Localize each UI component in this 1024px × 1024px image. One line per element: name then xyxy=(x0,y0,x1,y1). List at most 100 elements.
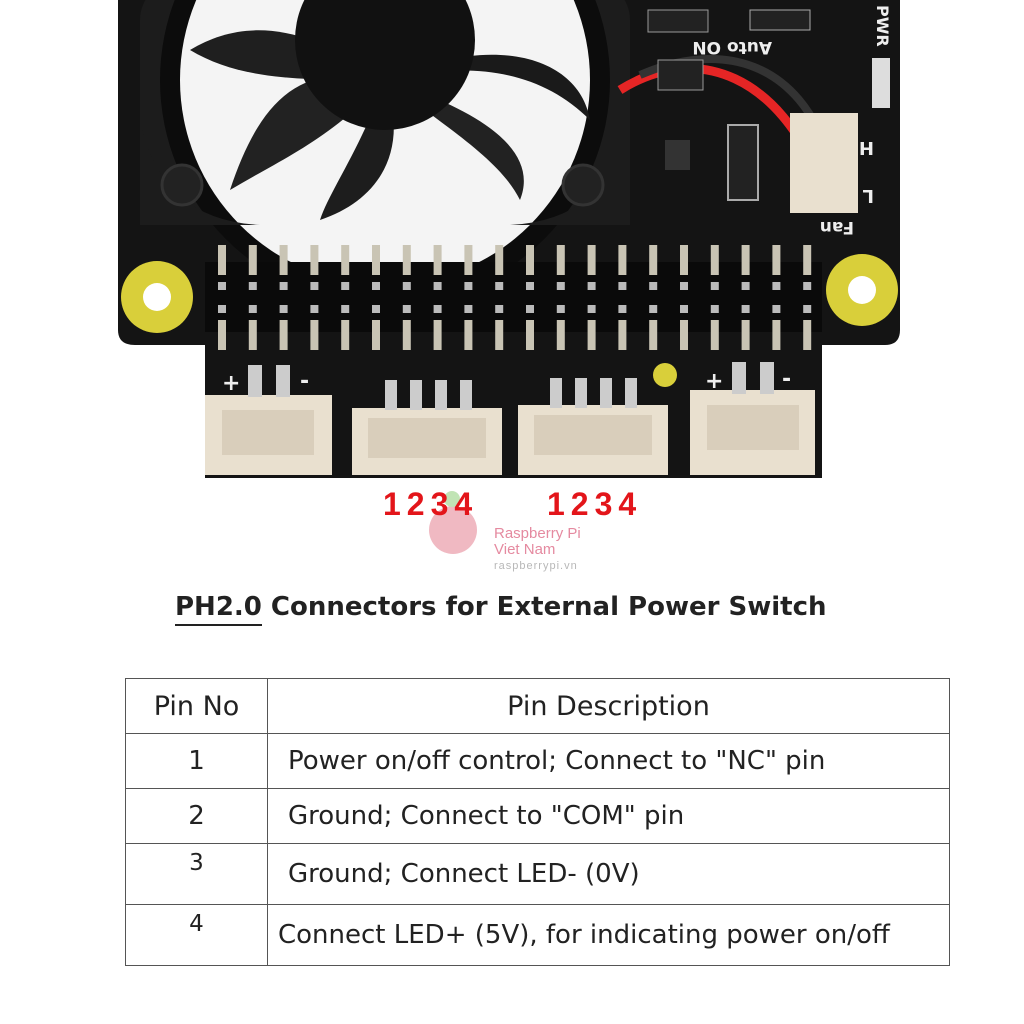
gpio-pin xyxy=(618,282,627,290)
gpio-pin xyxy=(279,245,288,275)
gpio-pin xyxy=(433,320,442,350)
gpio-pin xyxy=(310,282,319,290)
pin-no: 3 xyxy=(125,843,268,905)
header-pin-description: Pin Description xyxy=(267,678,950,734)
table-row: 1 Power on/off control; Connect to "NC" … xyxy=(125,733,950,789)
gpio-pin xyxy=(556,305,565,313)
gpio-pin xyxy=(741,245,750,275)
pin-numbers-left: 1234 xyxy=(383,486,479,522)
gpio-pin xyxy=(741,282,750,290)
gpio-pin xyxy=(556,282,565,290)
gpio-pin xyxy=(710,282,719,290)
gpio-pin xyxy=(680,282,688,290)
connector-4pin-right xyxy=(518,405,668,475)
gpio-pin xyxy=(433,245,442,275)
fan-label: Fan xyxy=(820,217,854,237)
gpio-pin xyxy=(433,305,442,313)
table-row: 2 Ground; Connect to "COM" pin xyxy=(125,788,950,844)
connector-2pin-right xyxy=(690,390,815,475)
gpio-pin xyxy=(372,245,380,275)
gpio-pin xyxy=(495,245,504,275)
gpio-pin xyxy=(341,320,350,350)
gpio-pin xyxy=(495,282,504,290)
watermark: Raspberry Pi Viet Nam raspberrypi.vn xyxy=(494,526,581,573)
gpio-pin xyxy=(526,320,534,350)
gpio-pin xyxy=(372,320,380,350)
gpio-pin xyxy=(526,282,534,290)
watermark-line2: Viet Nam xyxy=(494,541,556,558)
gpio-pin xyxy=(464,282,473,290)
pin-description: Ground; Connect to "COM" pin xyxy=(267,788,950,844)
gpio-header xyxy=(205,245,822,350)
table-row: 3 Ground; Connect LED- (0V) xyxy=(125,843,950,905)
gpio-pin xyxy=(279,320,288,350)
gpio-pin xyxy=(587,305,596,313)
pin-no: 4 xyxy=(125,904,268,966)
fan-connector xyxy=(790,113,858,213)
screw-icon xyxy=(160,163,204,207)
table-header-row: Pin No Pin Description xyxy=(125,678,950,734)
gpio-pin xyxy=(587,320,596,350)
gpio-pin xyxy=(618,320,627,350)
pwr-label: PWR xyxy=(873,5,892,47)
gpio-pin xyxy=(556,320,565,350)
mount-hole-left xyxy=(121,261,193,333)
title-underlined: PH2.0 xyxy=(175,592,262,626)
gpio-pin xyxy=(464,305,473,313)
gpio-pin xyxy=(341,282,350,290)
gpio-pin xyxy=(372,305,380,313)
gpio-pin xyxy=(710,320,719,350)
pin-numbers-right: 1234 xyxy=(547,486,643,522)
pin-description: Ground; Connect LED- (0V) xyxy=(267,843,950,905)
gpio-pin xyxy=(649,245,658,275)
gpio-pin xyxy=(218,320,226,350)
gpio-pin xyxy=(402,282,411,290)
gpio-pin xyxy=(710,305,719,313)
pin-no: 2 xyxy=(125,788,268,844)
gpio-pin xyxy=(803,245,812,275)
gpio-pin xyxy=(218,282,226,290)
connector-2pin-left xyxy=(205,395,332,475)
gpio-pin xyxy=(218,305,226,313)
title-rest: Connectors for External Power Switch xyxy=(261,592,827,622)
gpio-pin xyxy=(587,282,596,290)
plus-label: + xyxy=(705,369,723,394)
screw-icon xyxy=(561,163,605,207)
gpio-pin xyxy=(310,305,319,313)
gpio-pin xyxy=(772,282,781,290)
gpio-pin xyxy=(680,305,688,313)
gpio-pin xyxy=(556,245,565,275)
gpio-pin xyxy=(248,320,257,350)
gpio-pin xyxy=(310,320,319,350)
gpio-pin xyxy=(649,282,658,290)
gpio-pin xyxy=(495,305,504,313)
minus-label: - xyxy=(300,369,309,394)
gpio-pin xyxy=(402,245,411,275)
gpio-pin xyxy=(772,320,781,350)
gpio-pin xyxy=(772,305,781,313)
gpio-pin xyxy=(279,282,288,290)
gpio-pin xyxy=(772,245,781,275)
gpio-pin xyxy=(248,245,257,275)
section-title: PH2.0 Connectors for External Power Swit… xyxy=(175,592,827,626)
table-row: 4 Connect LED+ (5V), for indicating powe… xyxy=(125,904,950,966)
pin-description: Power on/off control; Connect to "NC" pi… xyxy=(267,733,950,789)
gpio-pin xyxy=(495,320,504,350)
gpio-pin xyxy=(341,305,350,313)
gpio-pin xyxy=(680,320,688,350)
gpio-pin xyxy=(402,320,411,350)
gpio-pin xyxy=(464,245,473,275)
gpio-pin xyxy=(618,245,627,275)
gpio-pin xyxy=(680,245,688,275)
gpio-pin xyxy=(526,305,534,313)
connector-4pin-left xyxy=(352,408,502,475)
gpio-pin xyxy=(649,305,658,313)
gpio-pin xyxy=(803,320,812,350)
mount-hole-right xyxy=(826,254,898,326)
gpio-pin xyxy=(649,320,658,350)
gpio-pin xyxy=(402,305,411,313)
minus-label: - xyxy=(782,367,791,392)
gpio-pin xyxy=(526,245,534,275)
gpio-pin xyxy=(341,245,350,275)
watermark-url: raspberrypi.vn xyxy=(494,560,578,572)
